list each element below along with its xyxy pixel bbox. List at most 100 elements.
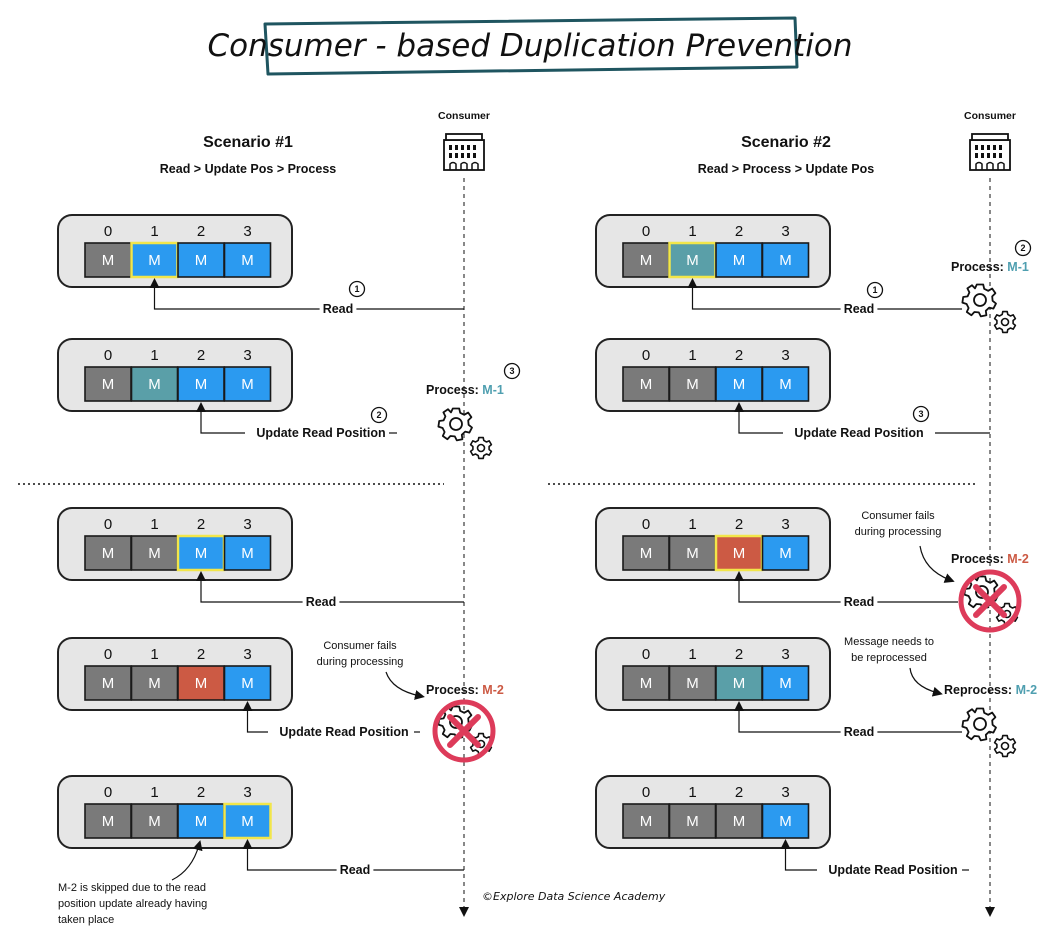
message-letter-1: M	[686, 813, 699, 830]
partition-index-1: 1	[150, 516, 158, 533]
s1-step-3-badge: 3	[503, 362, 521, 380]
partition-index-1: 1	[150, 784, 158, 801]
partition-index-2: 2	[197, 784, 205, 801]
message-letter-2: M	[733, 675, 746, 692]
partition-index-0: 0	[642, 784, 650, 801]
s2-fail-note-arrow	[919, 545, 955, 583]
scenario2-subheading: Read > Process > Update Pos	[698, 162, 875, 176]
action-label: Update Read Position	[256, 426, 385, 440]
partition-index-3: 3	[243, 516, 251, 533]
partition-index-3: 3	[243, 223, 251, 240]
message-cell-3	[223, 665, 272, 701]
consumer1-label: Consumer	[438, 110, 490, 122]
copyright-text: ©Explore Data Science Academy	[482, 890, 666, 903]
partition-index-0: 0	[104, 646, 112, 663]
message-letter-3: M	[241, 545, 254, 562]
partition-index-2: 2	[735, 223, 743, 240]
message-cell-3	[761, 803, 810, 839]
pointer-arrow	[780, 839, 817, 871]
s2-reprocess-m2-label: Reprocess: M-2	[944, 683, 1037, 697]
pointer-arrow	[242, 701, 268, 733]
message-letter-3: M	[241, 376, 254, 393]
message-letter-3: M	[241, 675, 254, 692]
message-cell-2	[177, 366, 225, 402]
s1-fail-note-line2: during processing	[317, 656, 404, 668]
partition-index-1: 1	[150, 646, 158, 663]
message-letter-0: M	[102, 252, 115, 269]
partition-index-3: 3	[781, 347, 789, 364]
scenario1-subheading: Read > Update Pos > Process	[160, 162, 337, 176]
partition-index-2: 2	[197, 223, 205, 240]
pointer-arrow	[196, 402, 245, 434]
s1-step-1-badge: 1	[348, 280, 366, 298]
partition-index-0: 0	[104, 223, 112, 240]
partition-index-3: 3	[243, 347, 251, 364]
action-label: Read	[340, 863, 371, 877]
s2-process-m2-label: Process: M-2	[951, 552, 1029, 566]
partition-index-1: 1	[688, 223, 696, 240]
action-label: Update Read Position	[279, 725, 408, 739]
partition-index-2: 2	[735, 347, 743, 364]
s1-failed-gears-icon	[432, 699, 496, 763]
title-border	[263, 16, 799, 76]
message-letter-0: M	[640, 252, 653, 269]
s1-process-m2-label: Process: M-2	[426, 683, 504, 697]
message-cell-0	[622, 242, 670, 278]
message-letter-3: M	[241, 813, 254, 830]
scenario1-heading: Scenario #1	[203, 134, 293, 151]
message-letter-0: M	[102, 545, 115, 562]
svg-text:2: 2	[376, 410, 381, 420]
message-letter-2: M	[733, 376, 746, 393]
message-cell-1	[668, 803, 717, 839]
svg-text:3: 3	[509, 366, 514, 376]
partition-index-2: 2	[197, 646, 205, 663]
message-letter-2: M	[195, 252, 208, 269]
message-letter-3: M	[779, 545, 792, 562]
partition-index-1: 1	[688, 516, 696, 533]
message-letter-3: M	[779, 376, 792, 393]
s1-step-2-badge: 2	[370, 406, 388, 424]
pointer-arrow	[734, 571, 841, 603]
s1-skip-note-line3: taken place	[58, 914, 114, 926]
message-cell-3	[223, 242, 272, 278]
s2-reprocess-note-line2: be reprocessed	[851, 652, 927, 664]
message-letter-2: M	[195, 813, 208, 830]
message-letter-2: M	[195, 675, 208, 692]
pointer-arrow	[734, 402, 783, 434]
partition-index-1: 1	[688, 784, 696, 801]
partition-index-2: 2	[735, 784, 743, 801]
message-letter-0: M	[640, 813, 653, 830]
diagram-title: Consumer - based Duplication Prevention	[207, 28, 852, 64]
scenario2-heading: Scenario #2	[741, 134, 831, 151]
pointer-arrow	[687, 278, 841, 310]
message-cell-0	[622, 803, 670, 839]
svg-text:1: 1	[354, 284, 359, 294]
partition-index-0: 0	[642, 223, 650, 240]
partition-index-3: 3	[243, 646, 251, 663]
s2-step-1-badge: 1	[866, 281, 884, 299]
partition-index-1: 1	[688, 646, 696, 663]
partition-index-0: 0	[104, 784, 112, 801]
s2-failed-gears-icon	[958, 569, 1022, 633]
s2-gears-icon-1	[961, 283, 1017, 334]
partition-index-3: 3	[781, 516, 789, 533]
partition-index-0: 0	[642, 646, 650, 663]
message-cell-3	[761, 242, 810, 278]
s1-fail-note-arrow	[385, 671, 425, 700]
s1-process-m1-label: Process: M-1	[426, 383, 504, 397]
message-letter-1: M	[148, 813, 161, 830]
s2-reprocess-note-line1: Message needs to	[844, 636, 934, 648]
message-letter-1: M	[686, 675, 699, 692]
s1-skip-note-arrow	[171, 840, 203, 881]
message-letter-0: M	[640, 376, 653, 393]
message-letter-0: M	[102, 376, 115, 393]
s2-step-3-badge: 3	[912, 405, 930, 423]
message-letter-3: M	[779, 675, 792, 692]
message-letter-1: M	[148, 675, 161, 692]
